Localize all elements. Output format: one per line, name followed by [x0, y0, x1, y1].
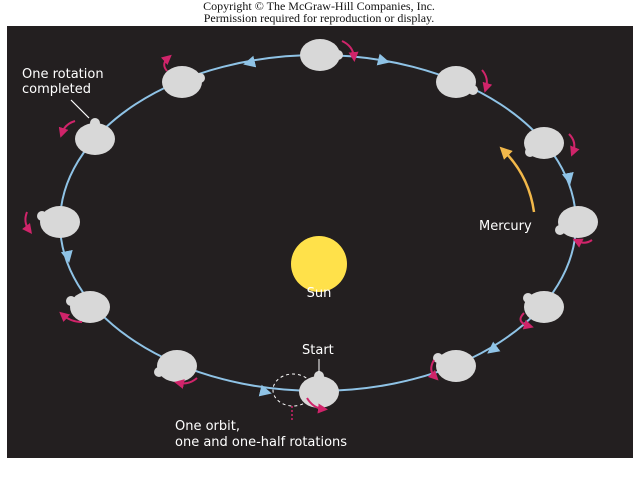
- orbit-arrow: [258, 384, 272, 397]
- one-rotation-label-line1: One rotation: [22, 67, 104, 82]
- surface-marker: [433, 353, 443, 363]
- planet-position: [436, 350, 476, 382]
- orbit-arrow: [561, 171, 574, 185]
- orbit-arrow: [243, 55, 257, 68]
- start-label: Start: [302, 343, 334, 358]
- rotation-arrow: [481, 69, 493, 93]
- surface-markers: [37, 50, 565, 381]
- rotation-arrow: [572, 238, 593, 248]
- surface-marker: [90, 118, 100, 128]
- copyright-line: Copyright © The McGraw-Hill Companies, I…: [203, 0, 435, 13]
- rotation-arrow: [519, 312, 534, 330]
- rotation-arrow: [160, 54, 172, 72]
- orbit-caption-line1: One orbit,: [175, 419, 240, 434]
- diagram-panel: Sun: [7, 26, 633, 458]
- planet-position: [558, 206, 598, 238]
- planet-position: [75, 123, 115, 155]
- surface-marker: [333, 50, 343, 60]
- mercury-label: Mercury: [479, 219, 532, 234]
- rotation-arrows: [22, 40, 593, 414]
- permission-line: Permission required for reproduction or …: [203, 11, 435, 25]
- planet-position: [524, 291, 564, 323]
- rotation-arrow: [174, 377, 198, 389]
- planet-position: [70, 291, 110, 323]
- orbit-caption-line2: one and one-half rotations: [175, 435, 347, 450]
- rotation-arrow: [306, 397, 328, 414]
- surface-marker: [523, 293, 533, 303]
- planet-position: [300, 39, 340, 71]
- planet-position: [157, 350, 197, 382]
- surface-marker: [37, 211, 47, 221]
- orbit-diagram: Sun: [22, 39, 598, 450]
- rotation-arrow: [22, 211, 32, 235]
- orbit-arrow: [376, 53, 390, 66]
- one-rotation-leader: [70, 99, 90, 119]
- rotation-arrow: [59, 311, 83, 323]
- sun-label: Sun: [307, 286, 332, 301]
- surface-marker: [468, 85, 478, 95]
- surface-marker: [555, 225, 565, 235]
- sun: [291, 236, 347, 292]
- rotation-arrow: [58, 120, 76, 138]
- rotation-arrow: [427, 359, 439, 381]
- orbit-arrow: [60, 249, 73, 263]
- planet-position: [162, 66, 202, 98]
- surface-marker: [154, 367, 164, 377]
- surface-marker: [195, 73, 205, 83]
- orbit-arrow: [487, 341, 501, 354]
- surface-marker: [314, 371, 324, 381]
- planet-position: [40, 206, 80, 238]
- rotation-arrow: [341, 40, 359, 62]
- one-rotation-label-line2: completed: [22, 82, 91, 97]
- planet-positions: [40, 39, 598, 408]
- rotation-arrow: [568, 133, 580, 157]
- mercury-direction-arrow: [499, 146, 536, 213]
- copyright-notice: Copyright © The McGraw-Hill Companies, I…: [0, 0, 638, 24]
- surface-marker: [66, 296, 76, 306]
- surface-marker: [525, 147, 535, 157]
- planet-position: [436, 66, 476, 98]
